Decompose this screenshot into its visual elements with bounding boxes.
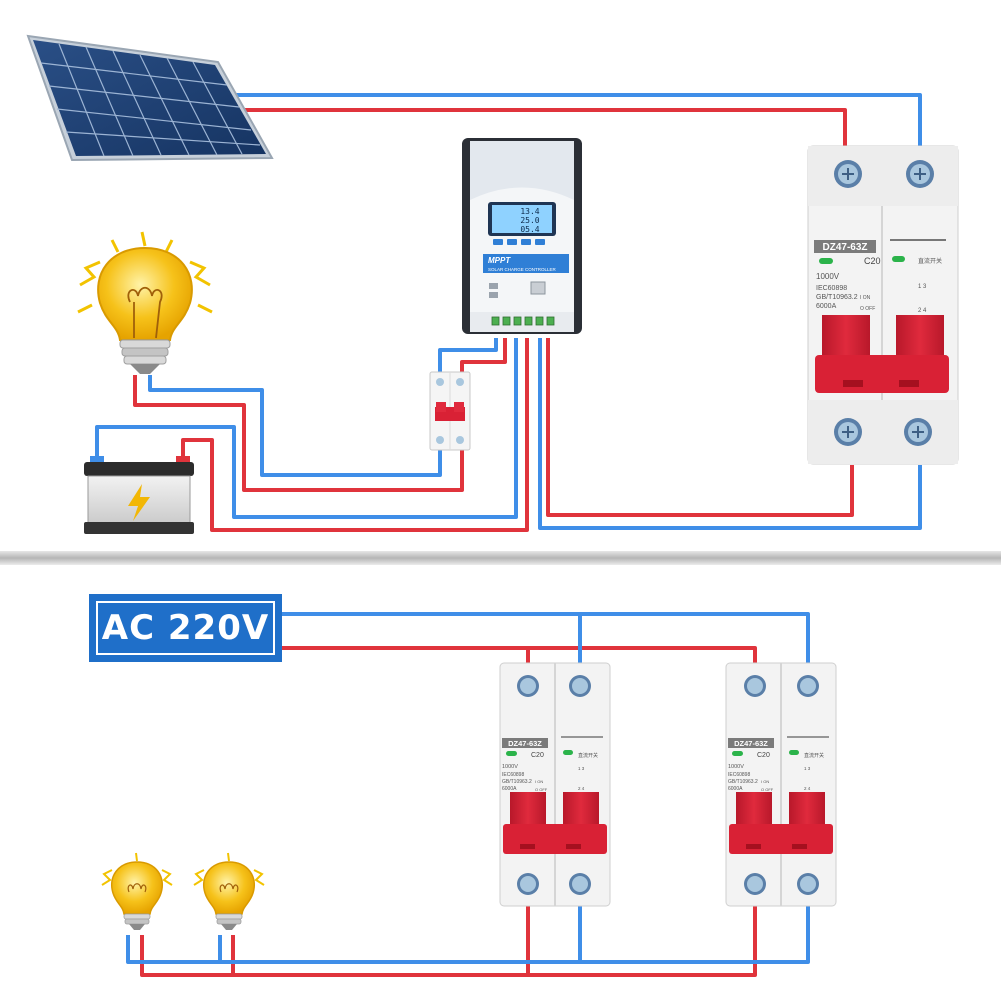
display-line-2: 25.0 (520, 216, 539, 225)
light-bulb-icon (193, 852, 265, 930)
ac-source-inner: AC 220V (96, 601, 275, 655)
controller-brand: MPPT (488, 256, 511, 265)
small-breaker (429, 371, 471, 451)
breaker-small-1: DZ47-63Z C20 1000V IEC60898 GB/T10963.2 … (499, 662, 611, 907)
breaker-large-voltage: 1000V (816, 272, 840, 281)
load-ctrl-negative-wire (438, 338, 498, 378)
top-wires (95, 93, 922, 532)
breaker-1-breaking: 6000A (502, 786, 517, 792)
breaker-2-off: O OFF (761, 787, 774, 792)
breaker-1-rating: C20 (531, 752, 544, 759)
breaker-2-voltage: 1000V (728, 764, 744, 770)
load-live-wire (140, 905, 757, 977)
screw-terminal-icon (834, 160, 934, 446)
breaker-1-voltage: 1000V (502, 764, 518, 770)
panel-negative-wire (235, 93, 922, 150)
battery-icon (84, 456, 194, 534)
breaker-large-terminals-bottom: 2 4 (918, 308, 927, 314)
breaker-large-standard-2: GB/T10963.2 (816, 294, 858, 301)
battery-positive-wire (181, 338, 529, 532)
breaker-large: DZ47-63Z C20 1000V IEC60898 GB/T10963.2 … (807, 145, 959, 465)
breaker-2-terminals-top: 1 3 (804, 766, 811, 771)
breaker-small-2: DZ47-63Z C20 1000V IEC60898 GB/T10963.2 … (725, 662, 837, 907)
breaker-large-on: I ON (860, 295, 871, 301)
breaker-large-off: O OFF (860, 306, 875, 312)
breaker-2-model: DZ47-63Z (734, 739, 768, 748)
pv-negative-wire (538, 338, 922, 530)
ac-neutral-wire-a (282, 612, 810, 668)
display-line-3: 05.4 (520, 225, 539, 234)
breaker-1-on: I ON (535, 779, 543, 784)
mppt-controller: 13.4 25.0 05.4 MPPT SOLAR CHARGE CONTROL… (462, 138, 582, 334)
breaker-1-type: 直流开关 (578, 752, 598, 759)
breaker-2-breaking: 6000A (728, 786, 743, 792)
load-neutral-wire (126, 905, 810, 964)
light-bulb-icon (101, 852, 173, 930)
solar-panel-icon (26, 34, 274, 162)
controller-buttons (493, 239, 545, 245)
breaker-large-breaking: 6000A (816, 303, 837, 310)
breaker-2-type: 直流开关 (804, 752, 824, 759)
panel-positive-wire (235, 108, 847, 150)
breaker-large-rating: C20 (864, 256, 881, 266)
breaker-2-rating: C20 (757, 752, 770, 759)
breaker-large-type: 直流开关 (918, 257, 942, 265)
breaker-2-terminals-bottom: 2 4 (804, 786, 811, 791)
load-negative-wire (148, 375, 442, 477)
lightning-icon (128, 484, 150, 521)
light-bulb-icon (77, 231, 213, 374)
breaker-2-standard-2: GB/T10963.2 (728, 779, 758, 785)
breaker-large-model: DZ47-63Z (822, 242, 867, 253)
load-ctrl-positive-wire (460, 338, 507, 378)
controller-terminals (491, 316, 555, 326)
breaker-1-standard-1: IEC60898 (502, 772, 524, 778)
breaker-2-on: I ON (761, 779, 769, 784)
breaker-large-terminals-top: 1 3 (918, 284, 927, 290)
display-line-1: 13.4 (520, 207, 539, 216)
breaker-large-standard-1: IEC60898 (816, 285, 847, 292)
battery-negative-wire (95, 338, 518, 519)
ac-live-wire-a (282, 646, 757, 668)
breaker-1-standard-2: GB/T10963.2 (502, 779, 532, 785)
breaker-1-terminals-top: 1 3 (578, 766, 585, 771)
pv-positive-wire (546, 338, 854, 517)
breaker-1-model: DZ47-63Z (508, 739, 542, 748)
breaker-1-off: O OFF (535, 787, 548, 792)
controller-subtitle: SOLAR CHARGE CONTROLLER (488, 267, 557, 272)
breaker-2-standard-1: IEC60898 (728, 772, 750, 778)
bottom-wires (126, 612, 810, 977)
load-positive-wire (133, 375, 464, 492)
section-divider (0, 551, 1001, 565)
ac-source-label: AC 220V (89, 594, 282, 662)
breaker-1-terminals-bottom: 2 4 (578, 786, 585, 791)
ac-voltage-text: AC 220V (101, 608, 270, 648)
